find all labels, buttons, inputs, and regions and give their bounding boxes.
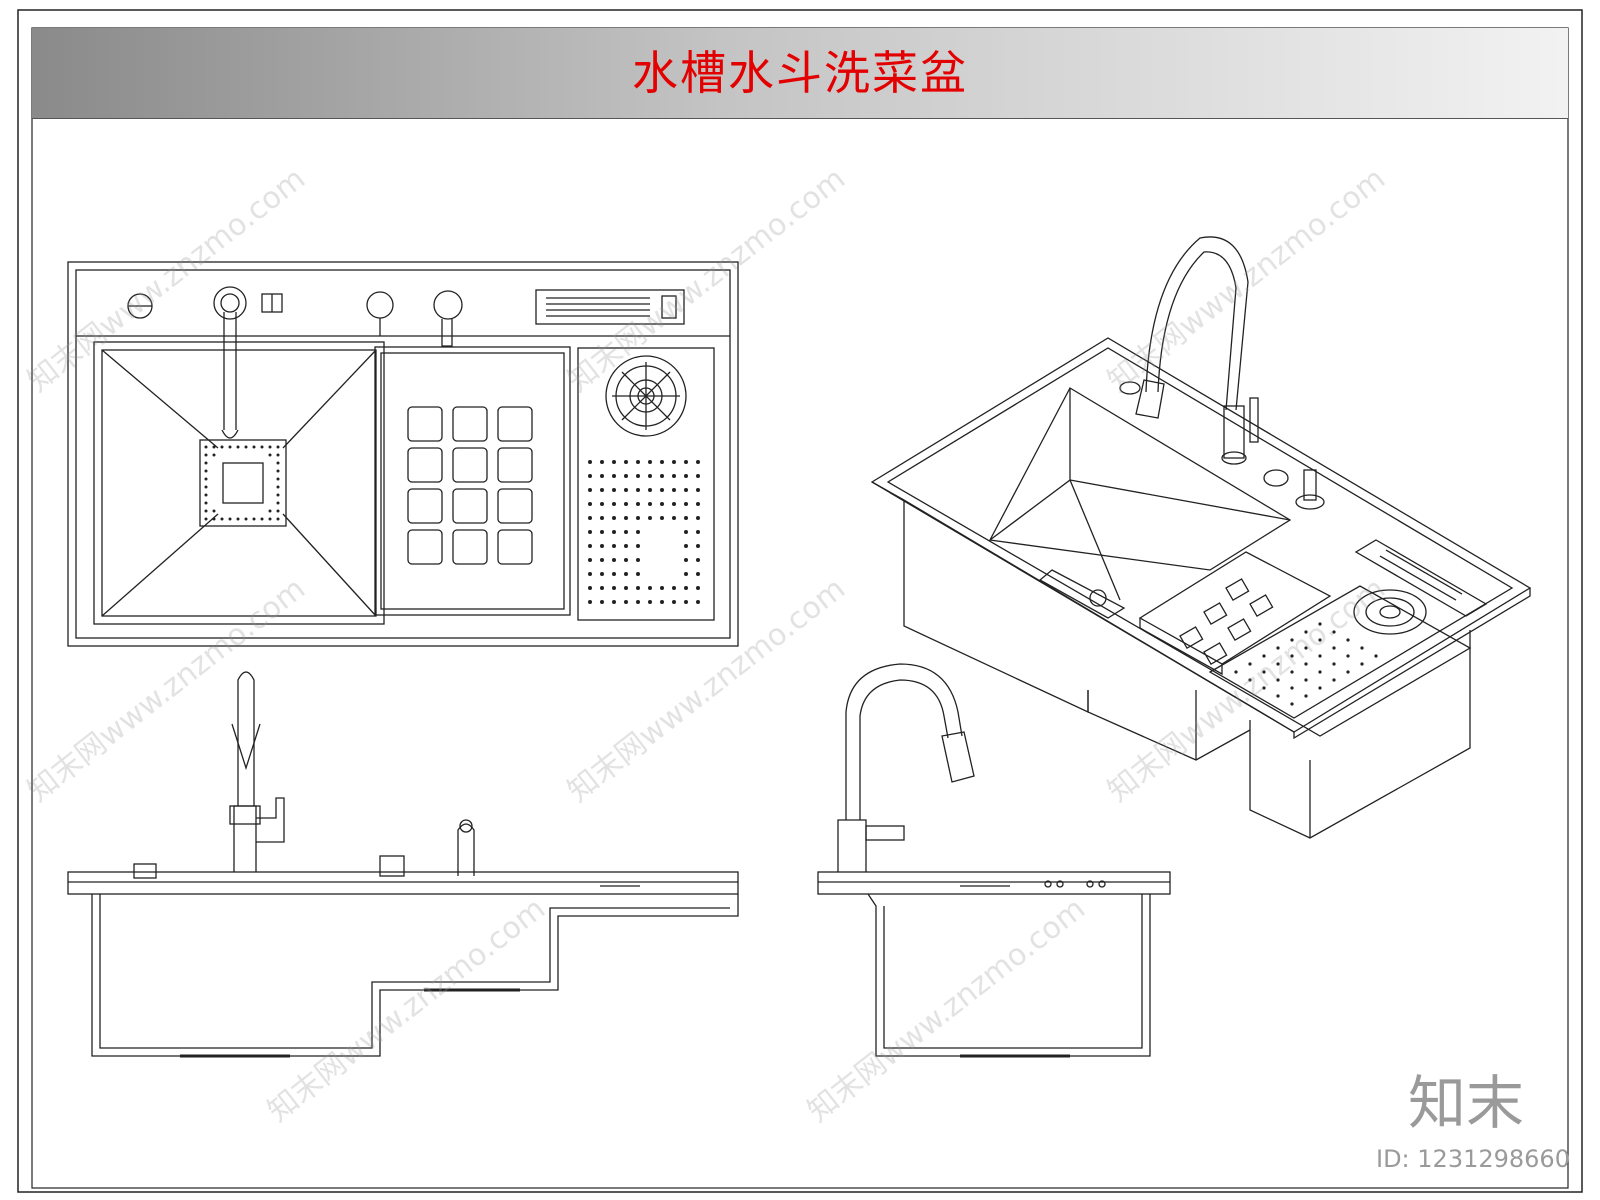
title-bar: 水槽水斗洗菜盆	[32, 28, 1568, 119]
image-id-label: ID: 1231298660	[1376, 1145, 1570, 1173]
drain-holes	[588, 460, 700, 604]
tray-blocks	[407, 406, 533, 565]
page-title: 水槽水斗洗菜盆	[632, 46, 968, 100]
brand-logo: 知末	[1408, 1069, 1525, 1137]
isometric-view	[870, 236, 1532, 839]
plan-view	[67, 261, 739, 647]
side-elevation	[817, 663, 1171, 1058]
iso-drain-holes	[1234, 622, 1378, 706]
front-elevation	[67, 671, 739, 1058]
strainer-holes	[204, 445, 280, 521]
